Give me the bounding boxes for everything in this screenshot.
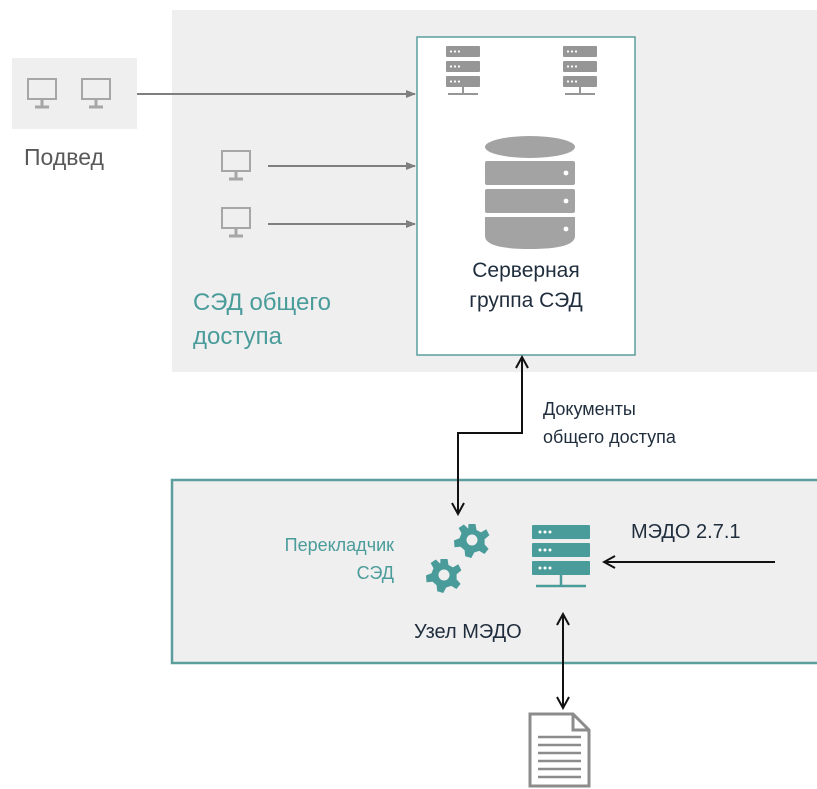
sed-public-label-line2: доступа (193, 323, 282, 350)
documents-label-line1: Документы (543, 399, 636, 419)
translator-label: Перекладчик СЭД (205, 531, 394, 587)
server-rack-icon (532, 525, 590, 588)
server-group-label: Серверная группа СЭД (416, 256, 636, 316)
podved-box (12, 58, 137, 129)
database-icon (485, 136, 575, 249)
documents-label: Документы общего доступа (543, 395, 676, 451)
documents-label-line2: общего доступа (543, 427, 676, 447)
server-rack-icon (562, 45, 598, 95)
arrow-documents-flow (458, 357, 522, 514)
sed-public-label: СЭД общего доступа (193, 286, 331, 354)
document-icon (528, 712, 591, 788)
server-rack-icon (445, 45, 481, 95)
medo-node-label: Узел МЭДО (414, 621, 522, 643)
podved-label: Подвед (24, 144, 104, 170)
sed-public-label-line1: СЭД общего (193, 289, 331, 316)
translator-label-line2: СЭД (356, 563, 394, 583)
server-group-label-line1: Серверная (472, 259, 580, 282)
translator-label-line1: Перекладчик (284, 535, 394, 555)
medo-version-label: МЭДО 2.7.1 (631, 521, 741, 543)
server-group-label-line2: группа СЭД (469, 289, 583, 312)
